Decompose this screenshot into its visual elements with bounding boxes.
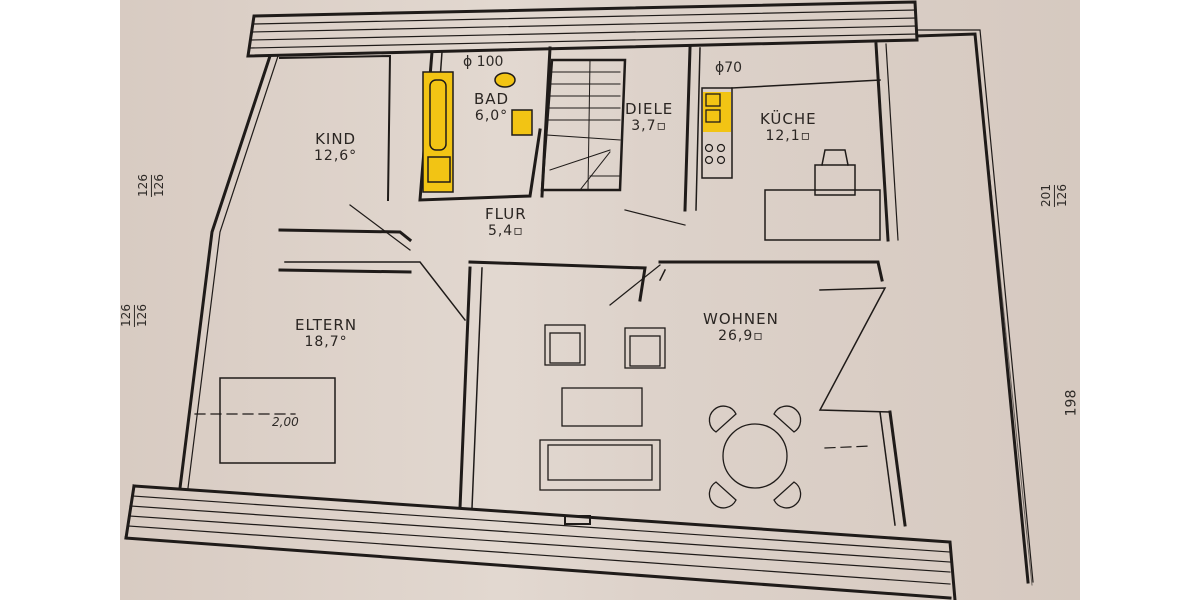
room-area: 5,4▫ [487,223,524,239]
room-name: FLUR [485,205,527,223]
roof-overhang-top [246,0,919,58]
room-name: ELTERN [295,316,358,334]
room-area: 26,9▫ [718,328,764,344]
room-label-diele: DIELE 3,7▫ [625,100,673,134]
window-dimension-right-bottom: 198 [1063,389,1080,417]
room-name: DIELE [625,100,674,118]
room-area: 18,7° [304,334,348,350]
room-label-kind: KIND 12,6° [314,130,357,164]
room-area: 12,6° [314,148,358,164]
pipe-annotation-bad: ϕ 100 [463,54,504,70]
floorplan-photo: KIND 12,6° BAD 6,0° DIELE 3,7▫ KÜCHE 12,… [120,0,1080,600]
room-name: WOHNEN [703,310,779,328]
room-label-wohnen: WOHNEN 26,9▫ [703,310,779,344]
room-label-kueche: KÜCHE 12,1▫ [760,110,817,144]
room-area: 3,7▫ [631,118,668,134]
room-area: 6,0° [474,108,509,124]
room-name: BAD [474,90,510,108]
room-area: 12,1▫ [765,128,812,144]
balcony-bottom [124,484,957,600]
room-name: KIND [315,130,357,148]
bed-dimension: 2,00 [272,415,299,429]
pipe-annotation-kueche: ϕ70 [715,60,743,76]
room-name: KÜCHE [760,110,817,128]
room-label-flur: FLUR 5,4▫ [485,205,527,239]
room-label-eltern: ELTERN 18,7° [295,316,357,350]
floorplan-drawing [124,0,1034,600]
room-label-bad: BAD 6,0° [474,90,509,124]
